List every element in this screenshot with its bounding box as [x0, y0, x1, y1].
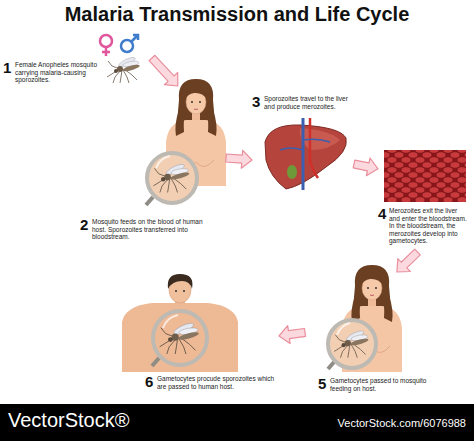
step-text: Gametocytes passed to mosquito feeding o…	[330, 377, 440, 392]
callout-number: 1	[3, 60, 11, 75]
diagram-title: Malaria Transmission and Life Cycle	[0, 3, 474, 25]
blood-cells	[384, 150, 466, 202]
mosquito	[107, 56, 140, 83]
step-node: 1 Female Anopheles mosquito carrying mala…	[2, 30, 152, 86]
step-node: 2 Mosquito feeds on the blood of human ho…	[80, 86, 226, 246]
step-text: Sporozoites travel to the liver and prod…	[264, 95, 352, 110]
man-figure	[122, 274, 238, 372]
watermark: VectorStock.com/6076988	[338, 417, 466, 430]
step-text: Merozoites exit the liver and enter the …	[389, 207, 469, 245]
liver	[265, 118, 346, 190]
step-node: 6 Gametocytes procude sporozoites which a…	[118, 272, 279, 400]
watermark: VectorStock®	[8, 409, 129, 431]
magnifier	[152, 311, 207, 366]
flow-arrow	[226, 150, 252, 168]
magnifier	[328, 320, 376, 369]
step-node: 3 Sporozoites travel to the liver and pro…	[252, 94, 354, 194]
step-node: 4Merozoites exit the liver and enter the…	[378, 148, 472, 252]
watermark-bar	[0, 404, 474, 441]
callout-number: 5	[318, 376, 326, 391]
step-text: Mosquito feeds on the blood of human hos…	[92, 218, 210, 241]
step-text: Female Anopheles mosquito carrying malar…	[15, 61, 99, 84]
step-text: Gametocytes procude sporozoites which ar…	[157, 375, 277, 390]
gender-symbols	[100, 35, 138, 56]
callout-number: 3	[252, 94, 260, 109]
flow-arrow	[397, 249, 420, 272]
callout-number: 6	[145, 374, 153, 389]
flow-arrow	[353, 158, 378, 176]
flow-arrow	[149, 55, 178, 86]
flow-arrow	[279, 326, 306, 344]
callout-number: 2	[80, 217, 88, 232]
step-node: 5 Gametocytes passed to mosquito feeding …	[305, 272, 472, 398]
callout-number: 4	[378, 206, 386, 221]
magnifier	[146, 153, 197, 205]
